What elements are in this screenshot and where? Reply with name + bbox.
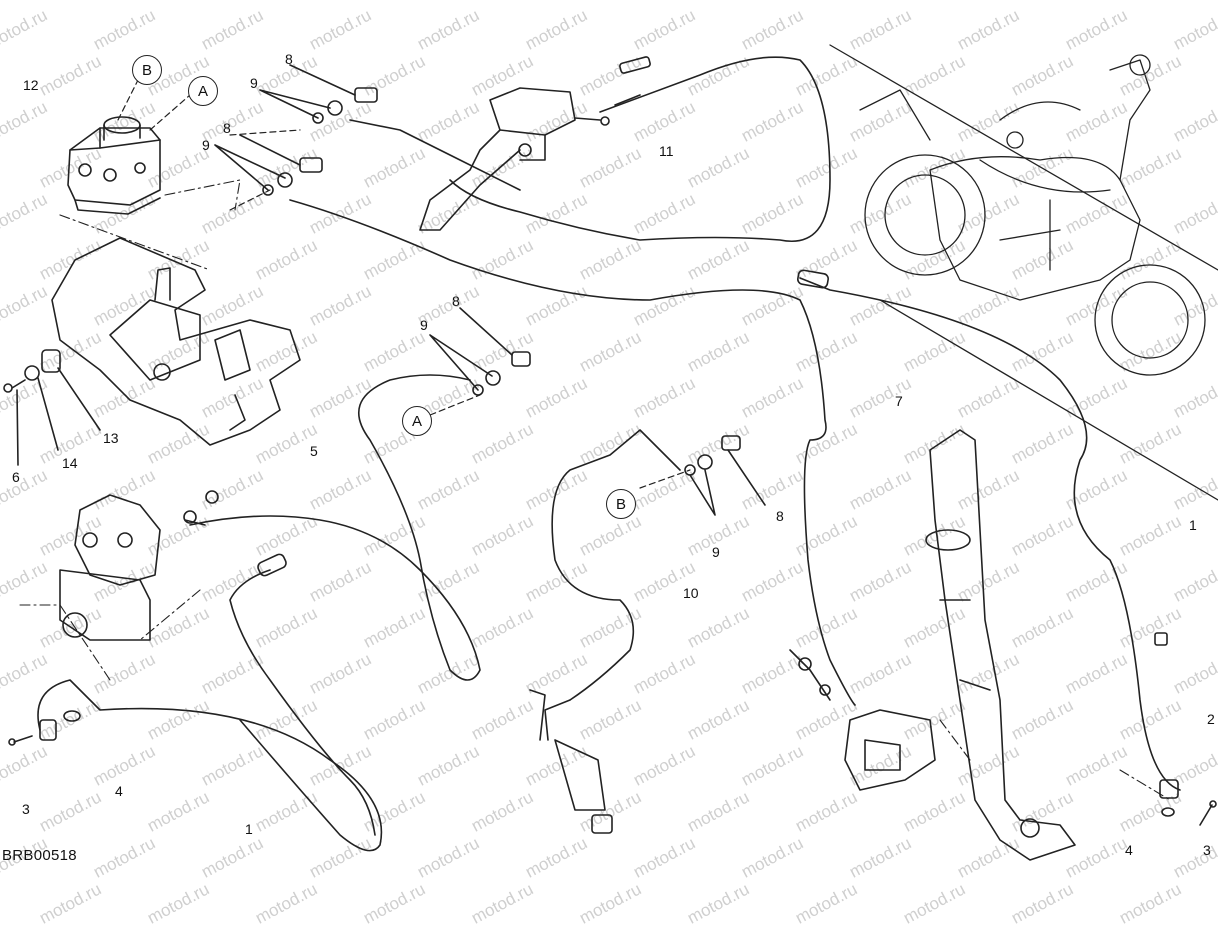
callout-4-rear: 4	[115, 783, 123, 799]
callout-14: 14	[62, 455, 78, 471]
callout-7: 7	[895, 393, 903, 409]
abs-control-unit	[67, 116, 161, 215]
callout-3-front: 3	[1203, 842, 1211, 858]
callout-1-front: 1	[1189, 517, 1197, 533]
callout-8c: 8	[452, 293, 460, 309]
banjo-bolts	[262, 87, 741, 476]
callout-8b: 8	[223, 120, 231, 136]
diagram-code: BRB00518	[2, 847, 77, 864]
callout-9c: 9	[420, 317, 428, 333]
callout-6: 6	[12, 469, 20, 485]
abs-bracket	[51, 237, 301, 446]
callout-10: 10	[683, 585, 699, 601]
callout-1-rear: 1	[245, 821, 253, 837]
motorcycle-inset	[829, 44, 1218, 501]
callout-11: 11	[659, 143, 674, 159]
front-fork-and-caliper	[844, 429, 1076, 861]
callout-8a: 8	[285, 51, 293, 67]
callout-2: 2	[1207, 711, 1215, 727]
callout-9b: 9	[202, 137, 210, 153]
callout-12: 12	[23, 77, 39, 93]
callout-5: 5	[310, 443, 318, 459]
callout-3-rear: 3	[22, 801, 30, 817]
connector-b-top: B	[132, 55, 162, 85]
callout-8d: 8	[776, 508, 784, 524]
callout-4-front: 4	[1125, 842, 1133, 858]
callout-13: 13	[103, 430, 119, 446]
callout-9d: 9	[712, 544, 720, 560]
connector-a-top: A	[188, 76, 218, 106]
rear-brake-caliper	[59, 494, 161, 641]
callout-9a: 9	[250, 75, 258, 91]
connector-a-mid: A	[402, 406, 432, 436]
front-master-cylinder	[419, 87, 576, 231]
connector-b-mid: B	[606, 489, 636, 519]
